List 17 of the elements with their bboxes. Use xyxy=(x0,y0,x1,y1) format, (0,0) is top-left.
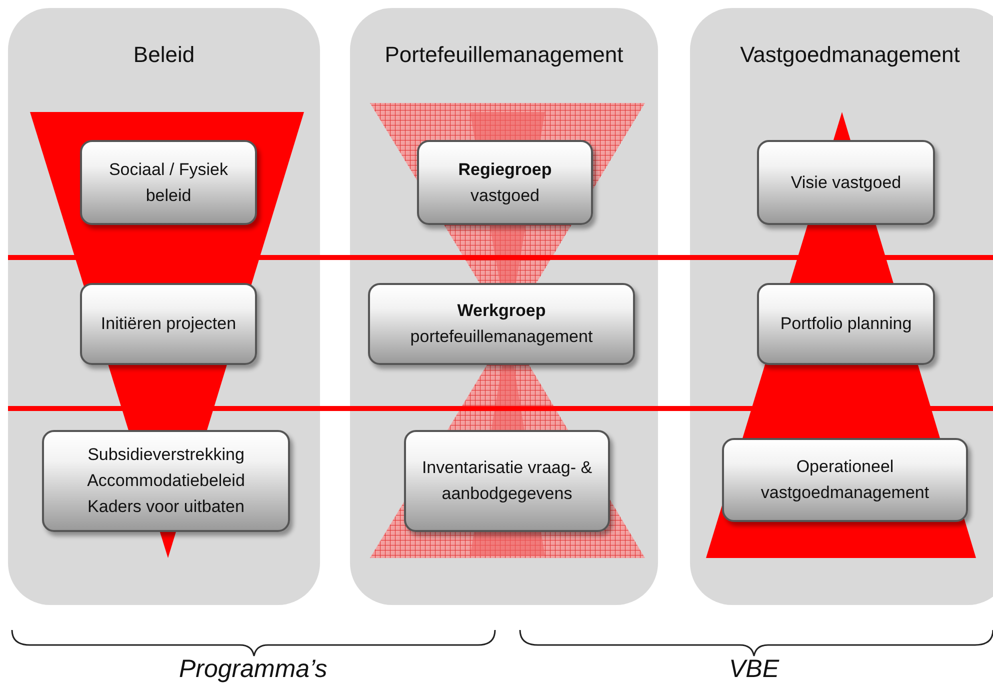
process-box: Regiegroep vastgoed xyxy=(417,140,593,225)
column-title: Portefeuillemanagement xyxy=(384,42,624,68)
column-title: Vastgoedmanagement xyxy=(739,42,961,68)
process-box: Inventarisatie vraag- & aanbodgegevens xyxy=(404,430,610,532)
box-text: Accommodatiebeleid xyxy=(87,470,245,492)
process-box: Portfolio planning xyxy=(757,283,935,365)
box-text: Kaders voor uitbaten xyxy=(88,496,244,518)
group-label: VBE xyxy=(729,655,780,684)
column-title: Beleid xyxy=(132,42,196,68)
process-box xyxy=(42,430,290,532)
process-box: Sociaal / Fysiek beleid xyxy=(80,140,257,225)
process-box: Operationeel vastgoedmanagement xyxy=(722,438,968,522)
process-box: Initiëren projecten xyxy=(80,283,257,365)
box-text: Subsidieverstrekking xyxy=(88,444,244,466)
group-label: Programma’s xyxy=(179,655,328,684)
process-box: Werkgroep portefeuillemanagement xyxy=(368,283,635,365)
process-box: Visie vastgoed xyxy=(757,140,935,225)
